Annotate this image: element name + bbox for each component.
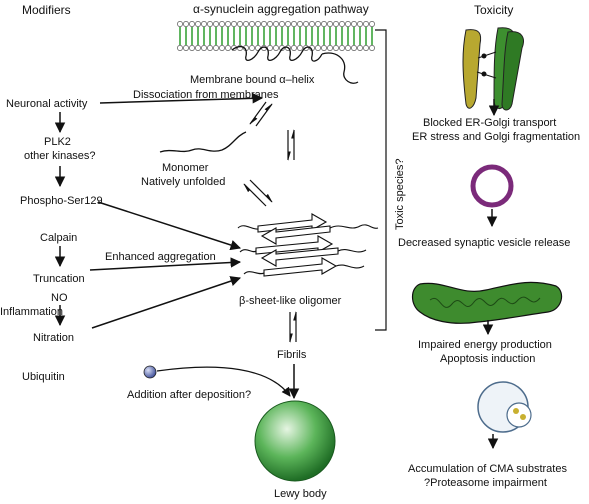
equilibrium-vertical-upper xyxy=(287,129,295,161)
ubiquitin-sphere-icon xyxy=(143,365,157,379)
modifiers-header: Modifiers xyxy=(22,3,71,17)
other-kinases-label: other kinases? xyxy=(24,150,96,162)
pathway-header: α-synuclein aggregation pathway xyxy=(193,2,369,16)
membrane-helix-label: Membrane bound α–helix xyxy=(190,74,315,86)
lysosome-cma-icon xyxy=(477,381,532,433)
equilibrium-monomer-oligomer xyxy=(243,179,273,207)
oligomer-label: β-sheet-like oligomer xyxy=(239,295,342,307)
ubiquitin-label: Ubiquitin xyxy=(22,371,65,383)
lewy-body-label: Lewy body xyxy=(274,488,327,500)
enhanced-aggregation-label: Enhanced aggregation xyxy=(105,251,216,263)
no-label: NO xyxy=(51,292,68,304)
equilibrium-oligomer-fibrils xyxy=(289,311,297,343)
arrow-truncation-to-oligomer xyxy=(89,257,242,271)
golgi-effect-line2: ER stress and Golgi fragmentation xyxy=(412,131,580,143)
alpha-helix-coil-icon xyxy=(231,45,359,84)
fibrils-label: Fibrils xyxy=(277,349,307,361)
arrow-phospho-to-oligomer xyxy=(97,201,241,251)
toxicity-header: Toxicity xyxy=(474,3,513,17)
phospho-ser129-label: Phospho-Ser129 xyxy=(20,195,103,207)
monomer-label: Monomer xyxy=(162,162,209,174)
synaptic-vesicle-icon xyxy=(470,164,514,208)
golgi-er-icon xyxy=(462,27,524,111)
calpain-label: Calpain xyxy=(40,232,77,244)
truncation-label: Truncation xyxy=(33,273,85,285)
cma-effect-line2: ?Proteasome impairment xyxy=(424,477,547,489)
natively-unfolded-label: Natively unfolded xyxy=(141,176,225,188)
toxic-species-bracket xyxy=(375,29,387,331)
golgi-effect-line1: Blocked ER-Golgi transport xyxy=(423,117,556,129)
addition-after-deposition-label: Addition after deposition? xyxy=(127,389,251,401)
beta-sheet-oligomer-icon xyxy=(237,213,379,277)
equilibrium-membrane-monomer xyxy=(249,101,273,127)
mitochondrion-icon xyxy=(411,281,563,324)
vesicle-effect-label: Decreased synaptic vesicle release xyxy=(398,237,570,249)
cma-effect-line1: Accumulation of CMA substrates xyxy=(408,463,567,475)
mito-effect-line1: Impaired energy production xyxy=(418,339,552,351)
monomer-chain-icon xyxy=(159,131,247,153)
inflammation-label: Inflammation xyxy=(0,306,63,318)
neuronal-activity-label: Neuronal activity xyxy=(6,98,88,110)
arrow-activity-to-membrane xyxy=(99,93,264,104)
lewy-body-sphere-icon xyxy=(254,400,336,482)
nitration-label: Nitration xyxy=(33,332,74,344)
arrow-nitration-to-oligomer xyxy=(91,276,241,329)
lipid-bilayer-membrane xyxy=(177,21,375,51)
toxic-species-label: Toxic species? xyxy=(394,158,406,230)
mito-effect-line2: Apoptosis induction xyxy=(440,353,535,365)
arrow-ubiquitin-to-lewy xyxy=(156,366,291,397)
plk2-label: PLK2 xyxy=(44,136,71,148)
